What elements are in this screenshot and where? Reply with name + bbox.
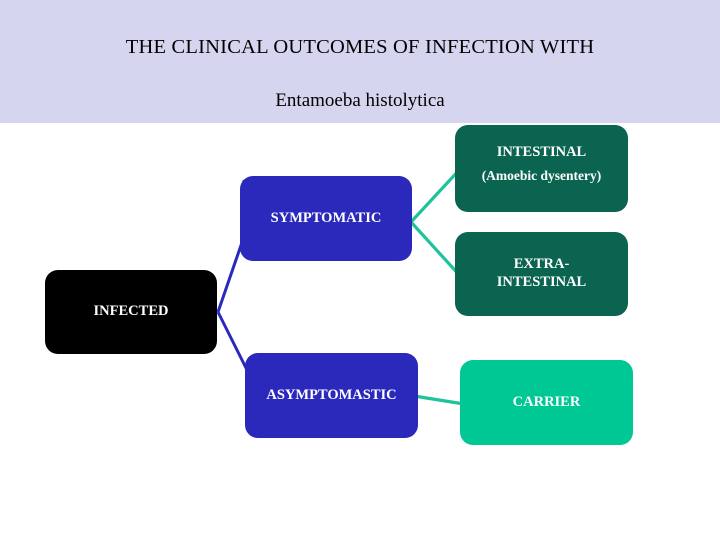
node-intestinal-sublabel: (Amoebic dysentery) [481,167,602,183]
connector-asymptomastic-to-carrier [413,394,465,406]
node-extra-intestinal[interactable]: EXTRA- INTESTINAL [455,232,628,316]
node-infected-label: INFECTED [93,303,169,320]
node-asymptomastic-label: ASYMPTOMASTIC [266,386,397,403]
node-symptomatic-label: SYMPTOMATIC [270,209,382,226]
node-infected[interactable]: INFECTED [45,270,217,354]
node-carrier-label: CARRIER [512,393,581,410]
node-extra-intestinal-label-line-1: EXTRA- [513,256,570,273]
node-symptomatic[interactable]: SYMPTOMATIC [240,176,412,261]
node-carrier[interactable]: CARRIER [460,360,633,445]
node-extra-intestinal-label-line-2: INTESTINAL [496,274,587,290]
node-intestinal-label: INTESTINAL [496,144,587,160]
title-banner: THE CLINICAL OUTCOMES OF INFECTION WITH … [0,0,720,123]
page-title: THE CLINICAL OUTCOMES OF INFECTION WITH [125,36,595,58]
node-intestinal[interactable]: INTESTINAL (Amoebic dysentery) [455,125,628,212]
page-subtitle-species-name: Entamoeba histolytica [275,90,445,111]
node-asymptomastic[interactable]: ASYMPTOMASTIC [245,353,418,438]
